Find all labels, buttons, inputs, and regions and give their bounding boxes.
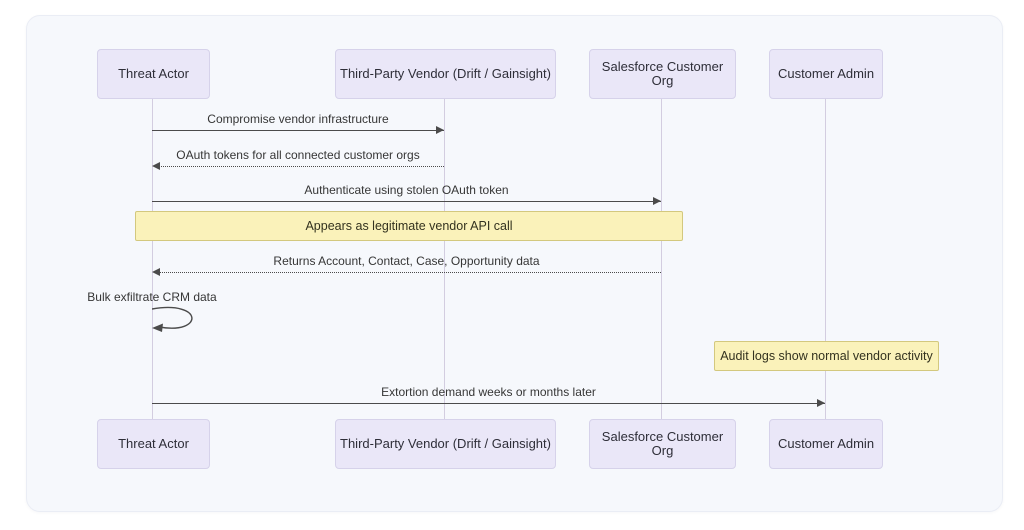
arrowhead-left-icon <box>152 268 160 276</box>
lifeline-salesforce-customer-org <box>661 97 662 419</box>
message-line-compromise-vendor <box>152 130 444 131</box>
note-legitimate-api-call: Appears as legitimate vendor API call <box>135 211 683 241</box>
message-line-extortion-demand <box>152 403 825 404</box>
actor-label: Threat Actor <box>118 435 189 451</box>
message-line-authenticate <box>152 201 661 202</box>
actor-label: Salesforce Customer Org <box>601 428 724 458</box>
arrowhead-right-icon <box>653 197 661 205</box>
actor-top-threat-actor: Threat Actor <box>97 49 210 99</box>
note-label: Audit logs show normal vendor activity <box>720 349 933 363</box>
message-line-returns-data <box>156 272 661 273</box>
actor-top-customer-admin: Customer Admin <box>769 49 883 99</box>
actor-label: Third-Party Vendor (Drift / Gainsight) <box>340 65 551 81</box>
actor-bottom-customer-admin: Customer Admin <box>769 419 883 469</box>
lifeline-customer-admin <box>825 97 826 419</box>
message-label-authenticate: Authenticate using stolen OAuth token <box>304 183 509 197</box>
message-label-oauth-tokens: OAuth tokens for all connected customer … <box>176 148 420 162</box>
lifeline-third-party-vendor <box>444 97 445 419</box>
actor-top-third-party-vendor: Third-Party Vendor (Drift / Gainsight) <box>335 49 556 99</box>
message-label-compromise-vendor: Compromise vendor infrastructure <box>207 112 389 126</box>
note-audit-logs: Audit logs show normal vendor activity <box>714 341 939 371</box>
actor-label: Salesforce Customer Org <box>601 58 724 88</box>
actor-bottom-threat-actor: Threat Actor <box>97 419 210 469</box>
actor-label: Customer Admin <box>777 435 875 451</box>
actor-label: Customer Admin <box>777 65 875 81</box>
self-loop-arrow-icon <box>152 306 193 332</box>
message-label-returns-data: Returns Account, Contact, Case, Opportun… <box>273 254 540 268</box>
arrowhead-right-icon <box>436 126 444 134</box>
note-label: Appears as legitimate vendor API call <box>305 219 513 233</box>
arrowhead-right-icon <box>817 399 825 407</box>
actor-bottom-third-party-vendor: Third-Party Vendor (Drift / Gainsight) <box>335 419 556 469</box>
actor-bottom-salesforce-customer-org: Salesforce Customer Org <box>589 419 736 469</box>
message-label-extortion-demand: Extortion demand weeks or months later <box>381 385 596 399</box>
actor-label: Third-Party Vendor (Drift / Gainsight) <box>340 435 551 451</box>
actor-top-salesforce-customer-org: Salesforce Customer Org <box>589 49 736 99</box>
lifeline-threat-actor <box>152 97 153 419</box>
actor-label: Threat Actor <box>118 65 189 81</box>
message-line-oauth-tokens <box>156 166 444 167</box>
message-label-bulk-exfiltrate: Bulk exfiltrate CRM data <box>87 290 217 304</box>
arrowhead-left-icon <box>152 162 160 170</box>
